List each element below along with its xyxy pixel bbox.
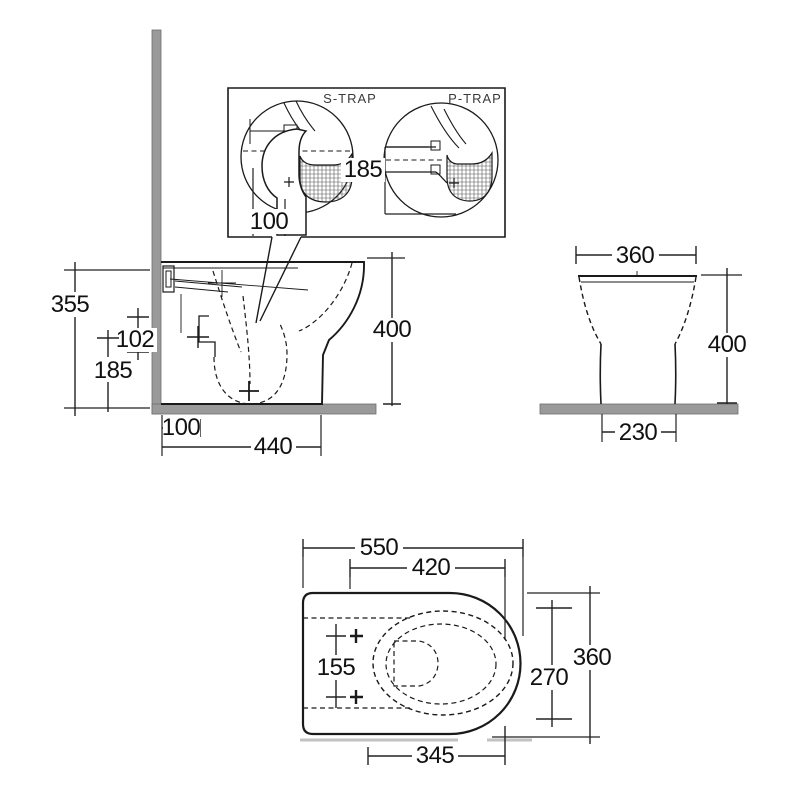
plan-dim-fixing-centres: 155 (317, 654, 356, 681)
floor-section (151, 403, 377, 415)
fixing-hole-marks (350, 629, 363, 704)
plan-dim-bowl-width: 270 (530, 664, 569, 691)
side-dim-overall-height: 400 (373, 316, 412, 343)
side-dim-depth: 440 (254, 433, 293, 460)
front-dim-overall-height: 400 (708, 331, 747, 358)
pan-side-profile (161, 261, 365, 405)
inset-dim-trap-height: 185 (344, 156, 383, 183)
floor-outlet-centre-mark (239, 381, 259, 401)
rim-opening-dashed (372, 610, 514, 716)
plan-dim-overall-width: 360 (573, 644, 612, 671)
inset-frame (227, 87, 506, 238)
seat-outline-dashed (303, 617, 410, 709)
trap-detail-inset: S-TRAP P-TRAP 100 18 (227, 87, 506, 324)
side-view: 355 102 185 100 440 400 (46, 29, 414, 460)
pan-front-profile (578, 271, 697, 405)
pan-plan-outline (301, 591, 522, 736)
leader-lines (255, 236, 302, 324)
p-trap-label: P-TRAP (448, 91, 502, 106)
front-dim-top-width: 360 (616, 242, 655, 269)
side-dim-outlet-height: 185 (94, 357, 133, 384)
side-dimensions: 355 102 185 100 440 400 (46, 252, 414, 460)
side-dim-outlet-offset: 100 (162, 414, 201, 441)
front-view: 360 400 230 (539, 242, 750, 446)
floor-section-front (539, 403, 739, 415)
inset-dim-trap-offset: 100 (250, 208, 289, 235)
plan-dim-rim-length: 420 (412, 554, 451, 581)
bowl-inner-dashed (385, 623, 497, 705)
plan-dim-front-length: 345 (416, 742, 455, 769)
s-trap-label: S-TRAP (323, 91, 377, 106)
plan-view: 550 420 155 270 360 345 (300, 534, 615, 769)
p-trap-water (446, 150, 493, 202)
p-trap-detail: 185 (341, 102, 499, 218)
front-dimensions: 360 400 230 (575, 242, 750, 446)
front-dim-base-width: 230 (619, 419, 658, 446)
side-dim-inlet-span: 102 (116, 326, 155, 353)
plan-dimensions: 550 420 155 270 360 345 (302, 534, 615, 769)
sump-outline-dashed (393, 640, 439, 687)
plan-dim-overall-length: 550 (360, 534, 399, 561)
side-dim-rim-height: 355 (51, 291, 90, 318)
wall-outlet-centre-mark (187, 326, 209, 348)
wall-section (151, 29, 162, 415)
s-trap-detail: 100 (240, 100, 354, 236)
